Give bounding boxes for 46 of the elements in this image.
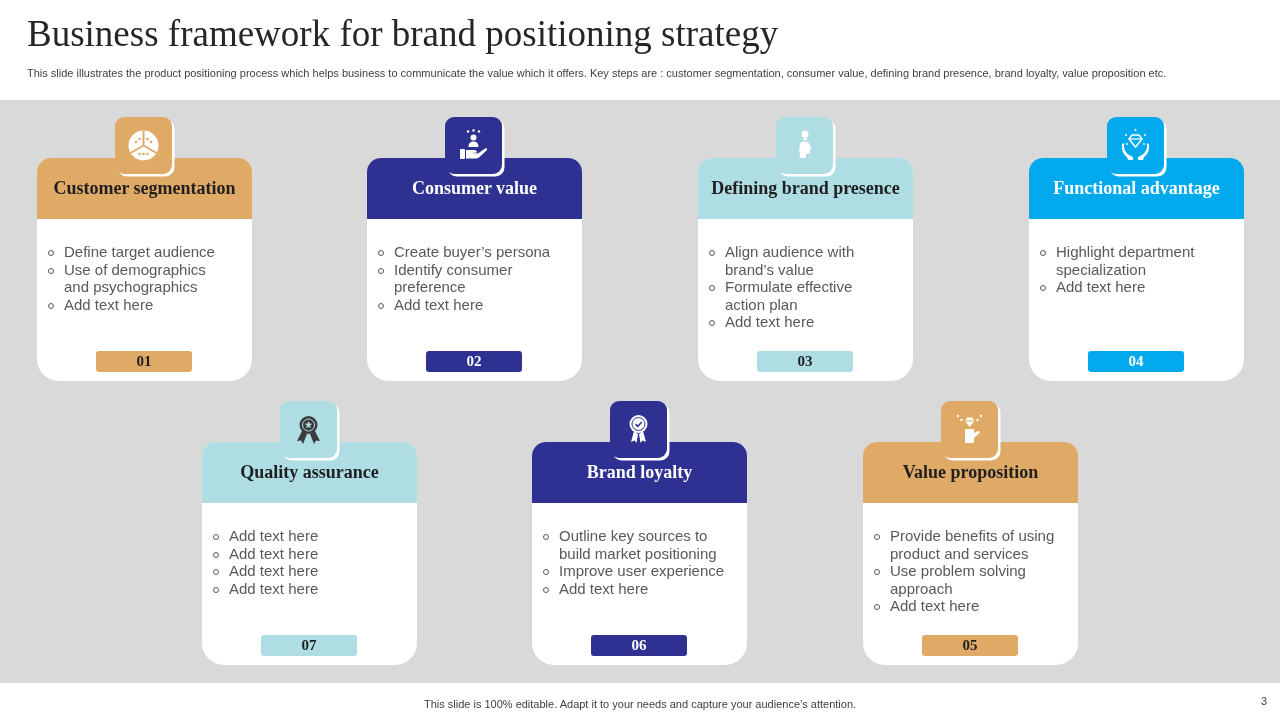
bullet-text: Add text here (229, 527, 319, 545)
bullet-text: Create buyer’s persona (394, 243, 551, 261)
step-card (37, 158, 252, 381)
step-number-badge: 05 (922, 635, 1018, 656)
step-number-badge: 01 (96, 351, 192, 372)
card-header: Customer segmentation (37, 158, 252, 219)
step-card (698, 158, 913, 381)
bullet-text: Add text here (229, 562, 319, 580)
bullet-text: Add text here (890, 597, 980, 615)
step-card (202, 442, 417, 665)
step-number-badge: 02 (426, 351, 522, 372)
step-card (1029, 158, 1244, 381)
bullet-text: Use of demographics and psychographics (64, 260, 207, 296)
step-card (367, 158, 582, 381)
bullet-text: Add text here (1056, 278, 1146, 296)
slide-subtitle: This slide illustrates the product positioning process which helps business to communicate the value which it offers. Key steps are : customer segmentation, consumer value, defining brand presence, brand loyalty, value proposition etc. (27, 67, 1168, 80)
card-header: Brand loyalty (532, 442, 747, 503)
card-header: Value proposition (863, 442, 1078, 503)
bullet-text: Add text here (229, 544, 319, 562)
step-number-badge: 07 (261, 635, 357, 656)
step-number-badge: 04 (1088, 351, 1184, 372)
step-card (532, 442, 747, 665)
bullet-text: Outline key sources to build market positioning (559, 527, 718, 562)
bullet-text: Add text here (64, 295, 154, 313)
card-header: Consumer value (367, 158, 582, 219)
card-header: Defining brand presence (698, 158, 913, 219)
page-number: 3 (1260, 695, 1267, 708)
card-header: Functional advantage (1029, 158, 1244, 219)
bullet-text: Formulate effective action plan (725, 278, 854, 313)
bullet-text: Highlight department specialization (1056, 243, 1196, 278)
footer-note: This slide is 100% editable. Adapt it to your needs and capture your audience’s attention. (423, 698, 857, 711)
bullet-text: Identify consumer preference (394, 260, 514, 296)
bullet-text: Add text here (229, 579, 319, 597)
bullet-text: Add text here (559, 579, 649, 597)
card-header: Quality assurance (202, 442, 417, 503)
step-number-badge: 06 (591, 635, 687, 656)
bullet-text: Provide benefits of using product and services (890, 527, 1056, 562)
step-number-badge: 03 (757, 351, 853, 372)
bullet-text: Align audience with brand’s value (725, 243, 856, 278)
bullet-text: Add text here (394, 295, 484, 313)
bullet-text: Improve user experience (559, 562, 725, 580)
bullet-text: Define target audience (64, 243, 215, 261)
bullet-text: Use problem solving approach (890, 562, 1027, 597)
slide-title: Business framework for brand positioning strategy (27, 12, 779, 56)
bullet-text: Add text here (725, 313, 815, 331)
step-card (863, 442, 1078, 665)
